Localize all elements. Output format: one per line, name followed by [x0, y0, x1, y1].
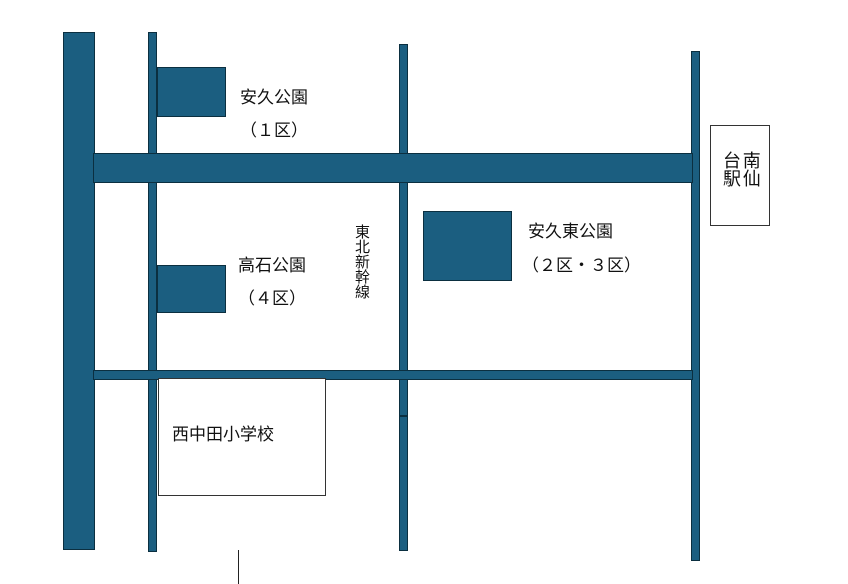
yasuhisa-east-park-name: 安久東公園 — [528, 222, 613, 242]
takaishi-park-block — [157, 265, 226, 313]
road-central-vertical — [399, 44, 408, 551]
school-label: 西中田小学校 — [172, 425, 274, 445]
yasuhisa-east-park-district: （２区・３区） — [522, 256, 641, 276]
road-main-west-vertical — [63, 32, 95, 550]
railway-label: 東北新幹線 — [353, 224, 371, 299]
yasuhisa-park-name: 安久公園 — [240, 88, 308, 108]
station-label: 南仙台駅 — [720, 150, 761, 187]
yasuhisa-park-district: （１区） — [240, 121, 308, 141]
yasuhisa-park-block — [157, 67, 226, 117]
boundary-line — [238, 550, 239, 584]
takaishi-park-name: 高石公園 — [238, 256, 306, 276]
school-box — [158, 378, 326, 496]
road-upper-horizontal — [93, 153, 693, 183]
road-central-tick — [399, 415, 408, 417]
road-west-vertical — [148, 32, 157, 552]
road-east-vertical — [691, 51, 700, 561]
yasuhisa-east-park-block — [423, 211, 512, 281]
station-box: 南仙台駅 — [710, 125, 770, 226]
road-lower-horizontal — [93, 370, 693, 380]
takaishi-park-district: （４区） — [238, 289, 306, 309]
